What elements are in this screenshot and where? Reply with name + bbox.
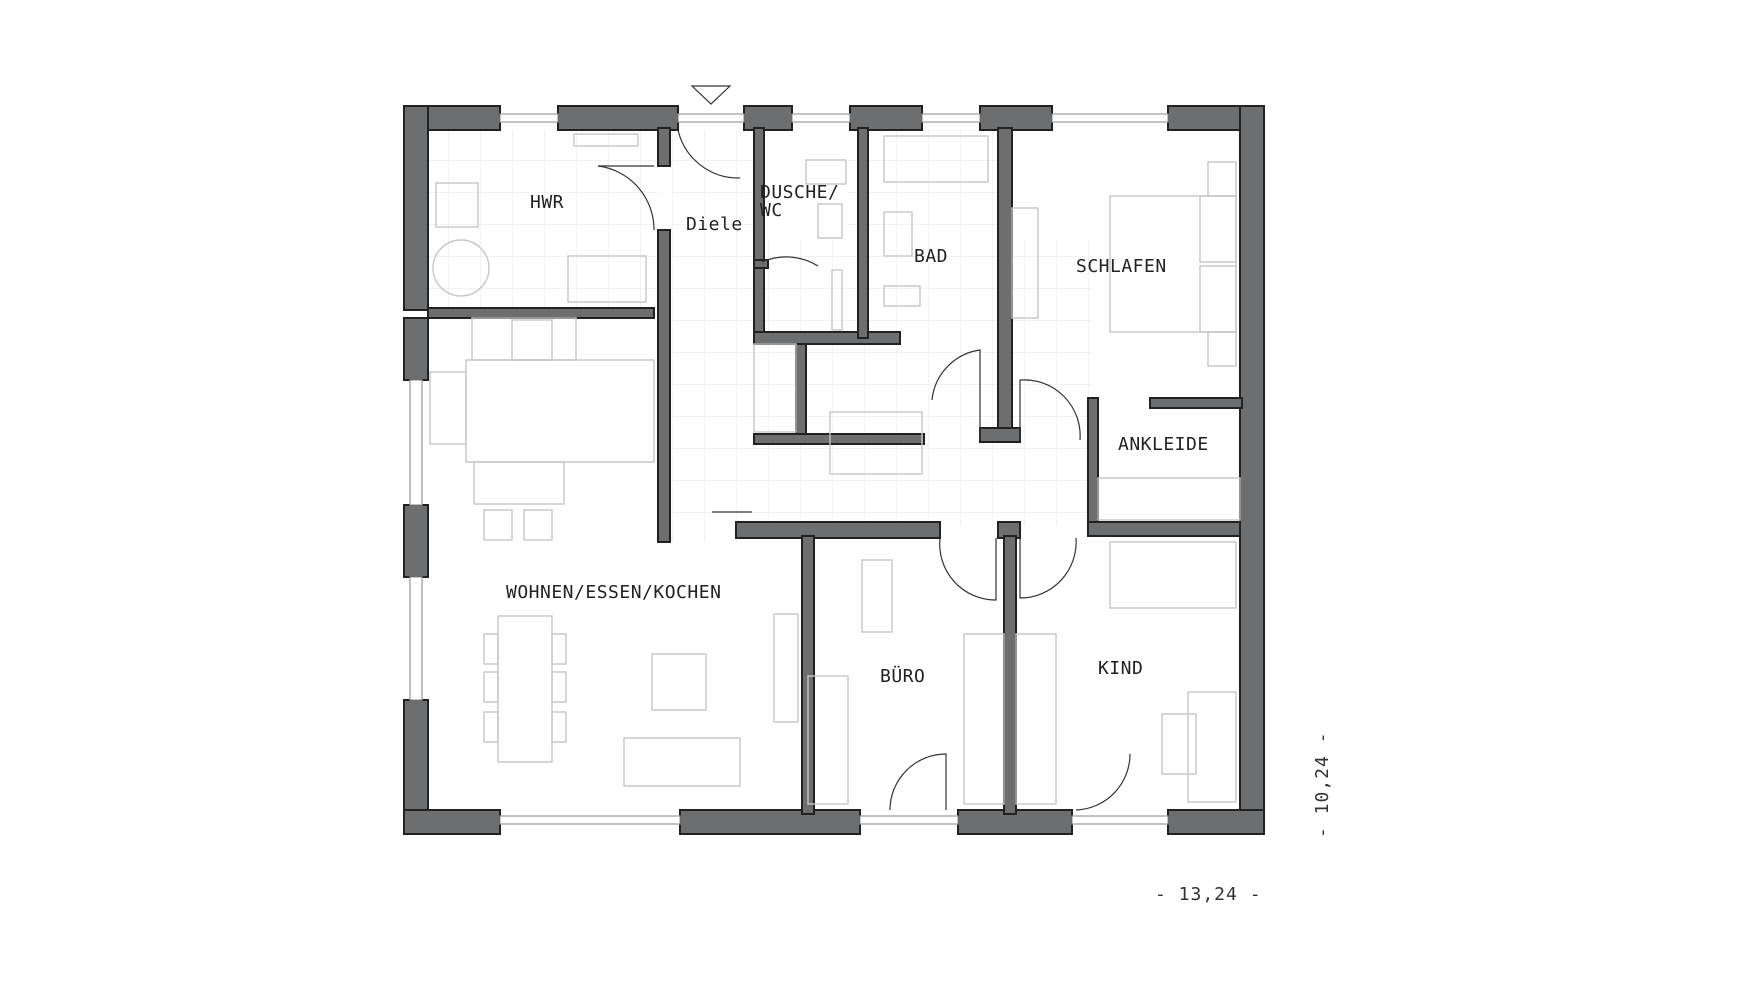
furniture [429, 133, 1241, 805]
label-wohnen: WOHNEN/ESSEN/KOCHEN [506, 582, 721, 603]
label-buero: BÜRO [880, 665, 925, 687]
dimension-width: - 13,24 - [1155, 884, 1262, 905]
windows [409, 113, 1169, 825]
dimension-depth: - 10,24 - [1312, 731, 1333, 838]
entrance-triangle-icon [690, 85, 732, 105]
tiled-floors [428, 130, 1092, 542]
label-kind: KIND [1098, 658, 1143, 679]
doors [597, 129, 1131, 811]
label-bad: BAD [914, 246, 948, 267]
label-dusche-line2: WC [760, 200, 783, 221]
label-schlafen: SCHLAFEN [1076, 256, 1167, 277]
label-ankleide: ANKLEIDE [1118, 434, 1209, 455]
label-hwr: HWR [530, 192, 564, 213]
label-diele: Diele [686, 214, 743, 235]
label-dusche-line1: DUSCHE/ [760, 182, 839, 203]
room-labels: HWR Diele DUSCHE/ WC BAD SCHLAFEN ANKLEI… [506, 182, 1209, 687]
